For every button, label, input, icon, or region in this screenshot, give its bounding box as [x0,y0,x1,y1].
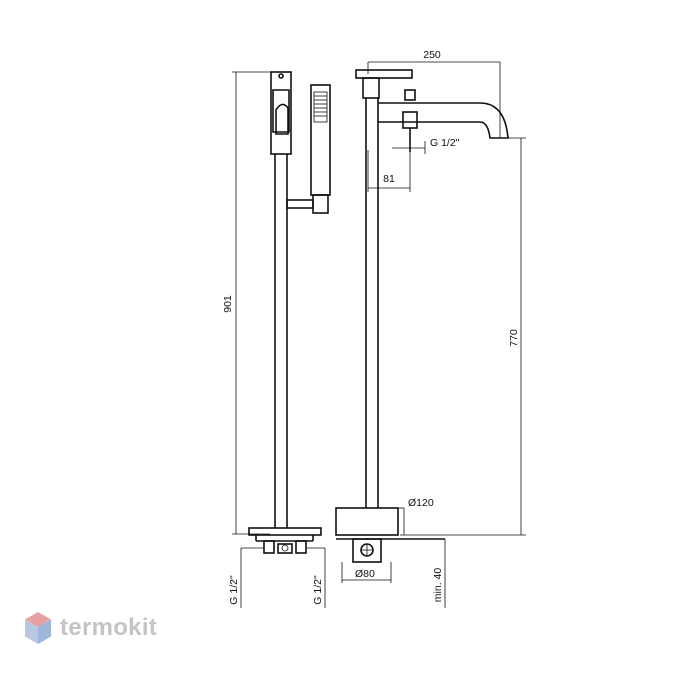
base-diameter-label: Ø120 [408,497,434,509]
brand-watermark: termokit [24,608,157,648]
dim-250 [367,61,501,138]
hexagon-logo-icon [25,612,51,644]
side-connector [336,538,445,583]
front-column [270,71,292,528]
side-base [335,507,405,536]
side-view: 250 G 1/2" 81 [335,49,526,608]
dim-outlet [392,141,426,154]
base-inner-diameter-label: Ø80 [355,568,375,580]
dim-250-label: 250 [423,49,441,61]
screw-icon [278,73,284,79]
front-base [248,527,322,554]
side-column [365,148,379,508]
side-mixer [355,69,480,152]
spout [479,102,509,139]
dim-770 [400,137,526,536]
inlet-label-2: G 1/2" [312,575,324,605]
outlet-thread-label: G 1/2" [430,137,460,149]
dim-901-label: 901 [222,295,234,313]
hand-shower [286,84,331,214]
dim-81 [367,150,411,192]
dim-inlets-front [240,547,326,608]
front-view: 901 [222,71,331,608]
hand-shower-holder [286,199,314,209]
dim-901 [232,71,290,535]
inlet-label-1: G 1/2" [228,575,240,605]
floor-min-depth-label: min. 40 [432,568,444,603]
dim-770-label: 770 [508,329,520,347]
brand-name: termokit [60,614,158,641]
dim-81-label: 81 [383,173,395,185]
